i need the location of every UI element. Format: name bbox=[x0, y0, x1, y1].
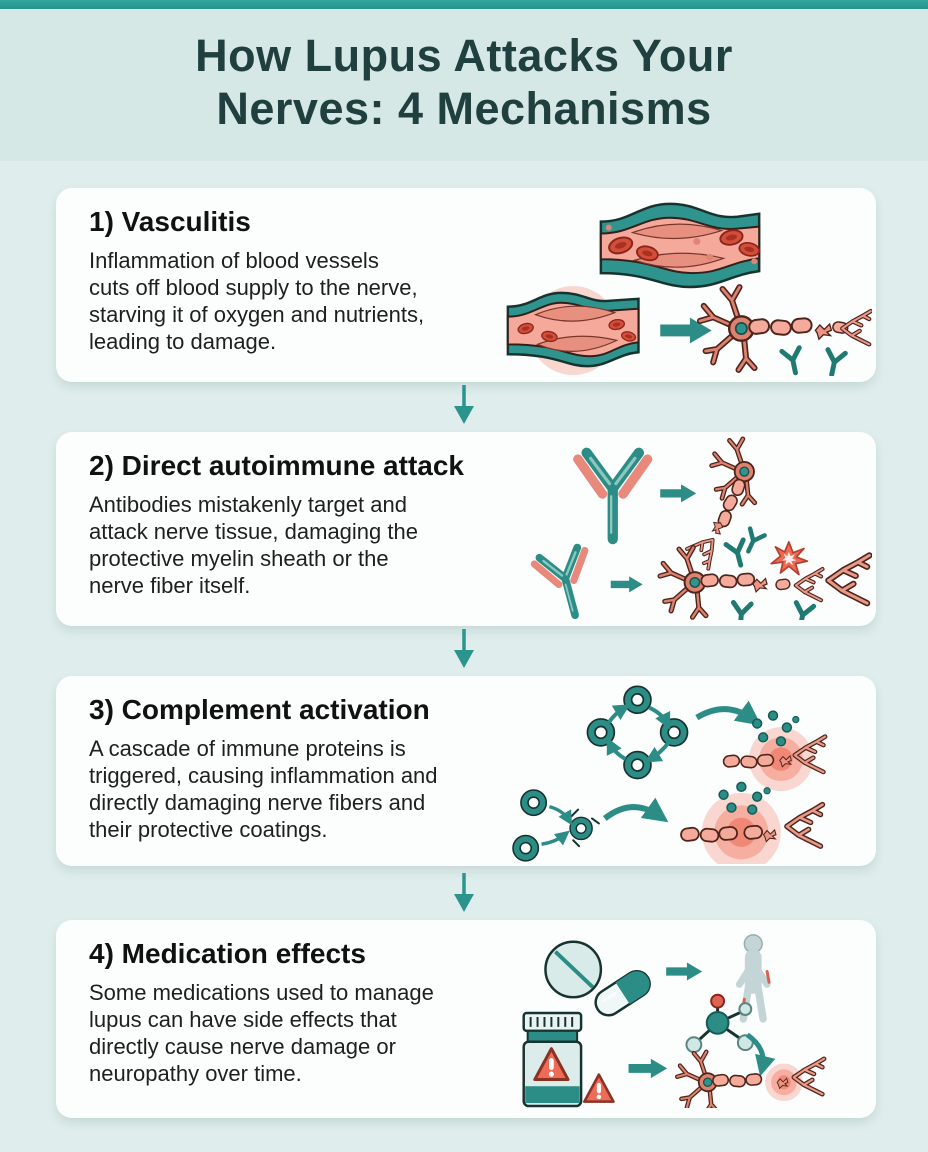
antibody-icon bbox=[823, 350, 845, 376]
curved-arrow-icon bbox=[602, 797, 669, 823]
damaged-neuron-icon bbox=[677, 1052, 824, 1108]
card-complement-activation: 3) Complement activation A cascade of im… bbox=[56, 676, 876, 866]
down-arrow-icon bbox=[452, 872, 476, 914]
antibody-icon bbox=[791, 603, 813, 620]
card-text-block: 3) Complement activation A cascade of im… bbox=[89, 694, 519, 843]
tablet-pill-icon bbox=[544, 940, 603, 999]
inflamed-nerve-icon bbox=[723, 727, 825, 792]
medication-effects-illustration bbox=[522, 934, 872, 1108]
inflamed-nerve-icon bbox=[680, 792, 822, 864]
card-body: Antibodies mistakenly target and attack … bbox=[89, 492, 418, 598]
complement-activation-illustration bbox=[512, 685, 872, 864]
card-text-block: 4) Medication effects Some medications u… bbox=[89, 938, 519, 1087]
burst-icon bbox=[770, 540, 809, 576]
warning-triangle-icon bbox=[583, 1073, 615, 1103]
curved-arrow-icon bbox=[695, 700, 762, 726]
card-direct-autoimmune-attack: 2) Direct autoimmune attack Antibodies m… bbox=[56, 432, 876, 626]
pill-bottle-icon bbox=[522, 1011, 583, 1108]
damaged-neuron-icon bbox=[700, 287, 871, 370]
down-arrow-icon bbox=[452, 384, 476, 426]
card-heading: 4) Medication effects bbox=[89, 938, 366, 969]
complement-ring-cascade-icon bbox=[586, 685, 689, 780]
right-arrow-icon bbox=[610, 576, 643, 593]
blood-vessel-icon bbox=[599, 202, 762, 289]
card-vasculitis: 1) Vasculitis Inflammation of blood vess… bbox=[56, 188, 876, 382]
antibody-icon bbox=[533, 546, 600, 620]
card-heading: 2) Direct autoimmune attack bbox=[89, 450, 464, 481]
curved-arrow-icon bbox=[745, 1032, 776, 1077]
header: How Lupus Attacks Your Nerves: 4 Mechani… bbox=[0, 9, 928, 161]
capsule-pill-icon bbox=[594, 969, 651, 1017]
autoimmune-attack-illustration bbox=[492, 434, 872, 620]
card-medication-effects: 4) Medication effects Some medications u… bbox=[56, 920, 876, 1118]
down-arrow-icon bbox=[452, 628, 476, 670]
card-body: Some medications used to manage lupus ca… bbox=[89, 980, 434, 1086]
vasculitis-illustration bbox=[506, 202, 872, 376]
molecule-icon bbox=[685, 993, 754, 1054]
neuron-icon bbox=[684, 439, 755, 571]
damaged-neuron-icon bbox=[660, 548, 869, 618]
antibody-icon bbox=[726, 540, 749, 568]
card-heading: 1) Vasculitis bbox=[89, 206, 251, 237]
top-accent-bar bbox=[0, 0, 928, 9]
complement-ring-cascade-icon bbox=[512, 789, 600, 862]
card-text-block: 1) Vasculitis Inflammation of blood vess… bbox=[89, 206, 519, 355]
antibody-icon bbox=[578, 453, 648, 539]
card-body: A cascade of immune proteins is triggere… bbox=[89, 736, 438, 842]
card-heading: 3) Complement activation bbox=[89, 694, 430, 725]
antibody-icon bbox=[782, 348, 804, 375]
card-text-block: 2) Direct autoimmune attack Antibodies m… bbox=[89, 450, 519, 599]
inflamed-narrowed-vessel-icon bbox=[506, 285, 640, 376]
right-arrow-icon bbox=[628, 1058, 668, 1079]
right-arrow-icon bbox=[660, 484, 697, 503]
card-body: Inflammation of blood vessels cuts off b… bbox=[89, 248, 425, 354]
antibody-icon bbox=[731, 602, 751, 620]
right-arrow-icon bbox=[666, 962, 703, 981]
page-title: How Lupus Attacks Your Nerves: 4 Mechani… bbox=[195, 30, 733, 134]
